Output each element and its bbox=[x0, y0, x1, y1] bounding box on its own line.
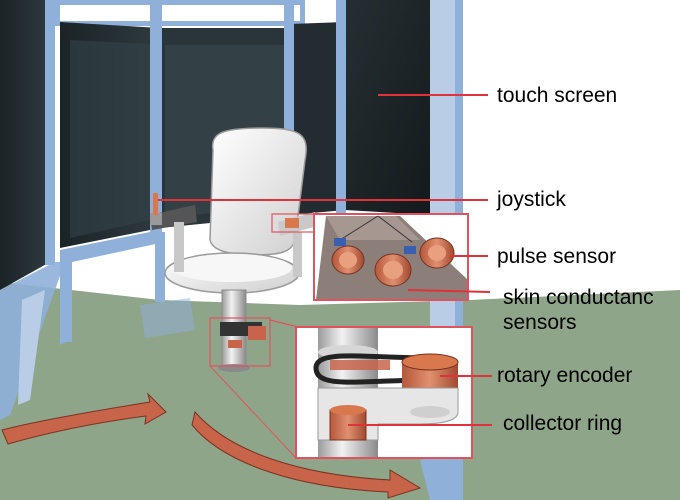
chair-backrest bbox=[209, 127, 307, 256]
touch-screen-panel bbox=[345, 0, 430, 215]
label-rotary-encoder: rotary encoder bbox=[497, 364, 633, 387]
glass-panel-left bbox=[0, 0, 50, 290]
joystick-handle bbox=[153, 193, 158, 215]
label-sensors: sensors bbox=[503, 311, 577, 334]
sensor-ring-1 bbox=[331, 245, 365, 275]
label-collector-ring: collector ring bbox=[503, 412, 623, 435]
leader-skin-conductance bbox=[407, 289, 491, 293]
label-pulse-sensor: pulse sensor bbox=[497, 245, 617, 268]
inset-sensors bbox=[313, 213, 469, 301]
joystick-base bbox=[150, 213, 162, 225]
label-touch-screen: touch screen bbox=[497, 84, 618, 107]
inset-encoder bbox=[295, 326, 473, 459]
frame-leg-mid bbox=[60, 230, 165, 345]
sensor-ring-3 bbox=[419, 237, 455, 269]
label-joystick: joystick bbox=[497, 188, 566, 211]
label-skin-conductance: skin conductanc bbox=[503, 286, 654, 309]
highlight-post bbox=[209, 317, 271, 367]
rotation-arrow-left bbox=[1, 392, 167, 445]
rotation-arrow-right bbox=[191, 410, 422, 499]
inset-encoder-frame bbox=[295, 326, 473, 459]
sensor-ring-2 bbox=[374, 253, 412, 287]
